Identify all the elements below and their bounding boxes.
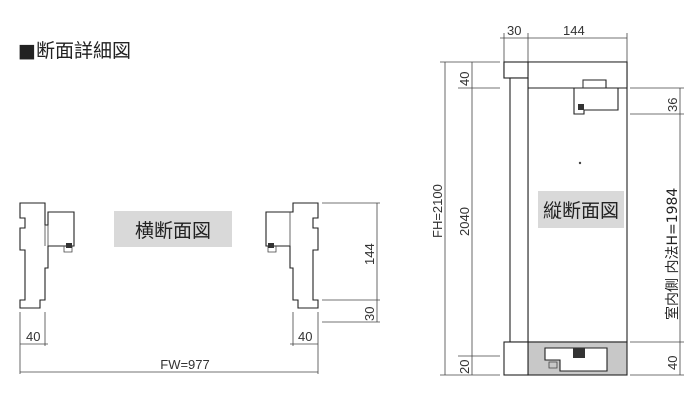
dim-144: 144 [362,243,377,265]
left-jamb-inner-line [44,225,49,246]
sill-frame-face [503,341,529,376]
vertical-section-label-bg [538,191,624,228]
dim-left-40: 40 [26,329,40,344]
left-jamb-gasket [66,243,72,248]
dim-2040: 2040 [457,207,472,236]
dim-right-40: 40 [298,329,312,344]
leaf-mark [578,161,582,165]
dim-40-top: 40 [457,72,472,86]
dim-fh: FH=2100 [430,184,445,238]
jamb-strip [509,77,529,343]
sill-profile [544,347,608,372]
horizontal-section-label: 横断面図 [135,220,211,242]
left-jamb-seal [63,246,73,253]
page-title: ■断面詳細図 [18,40,131,62]
sill-seal [548,361,558,369]
left-jamb-profile [19,202,75,309]
horizontal-section: 横断面図 40 40 FW=977 144 30 [19,202,380,374]
horizontal-section-label-bg [114,211,232,247]
dim-top-30: 30 [507,23,521,38]
vertical-section-label: 縦断面図 [543,200,619,222]
right-jamb-gasket [268,243,274,248]
right-jamb-profile [265,202,319,309]
dim-inner-height: 室内側 内法H=1984 [664,188,681,320]
dim-30: 30 [362,307,377,321]
dim-40-bottom: 40 [665,356,680,370]
vertical-section: 30 144 縦断面図 FH=2100 40 2040 20 [430,23,684,376]
head-gasket [578,104,584,110]
sill-gasket [573,348,585,358]
head-frame-face [503,61,529,79]
head-stop [573,87,619,115]
right-jamb-seal [267,246,277,253]
dim-fw: FW=977 [160,357,210,372]
dim-36: 36 [665,98,680,112]
dim-20: 20 [457,360,472,374]
dim-top-144: 144 [563,23,585,38]
